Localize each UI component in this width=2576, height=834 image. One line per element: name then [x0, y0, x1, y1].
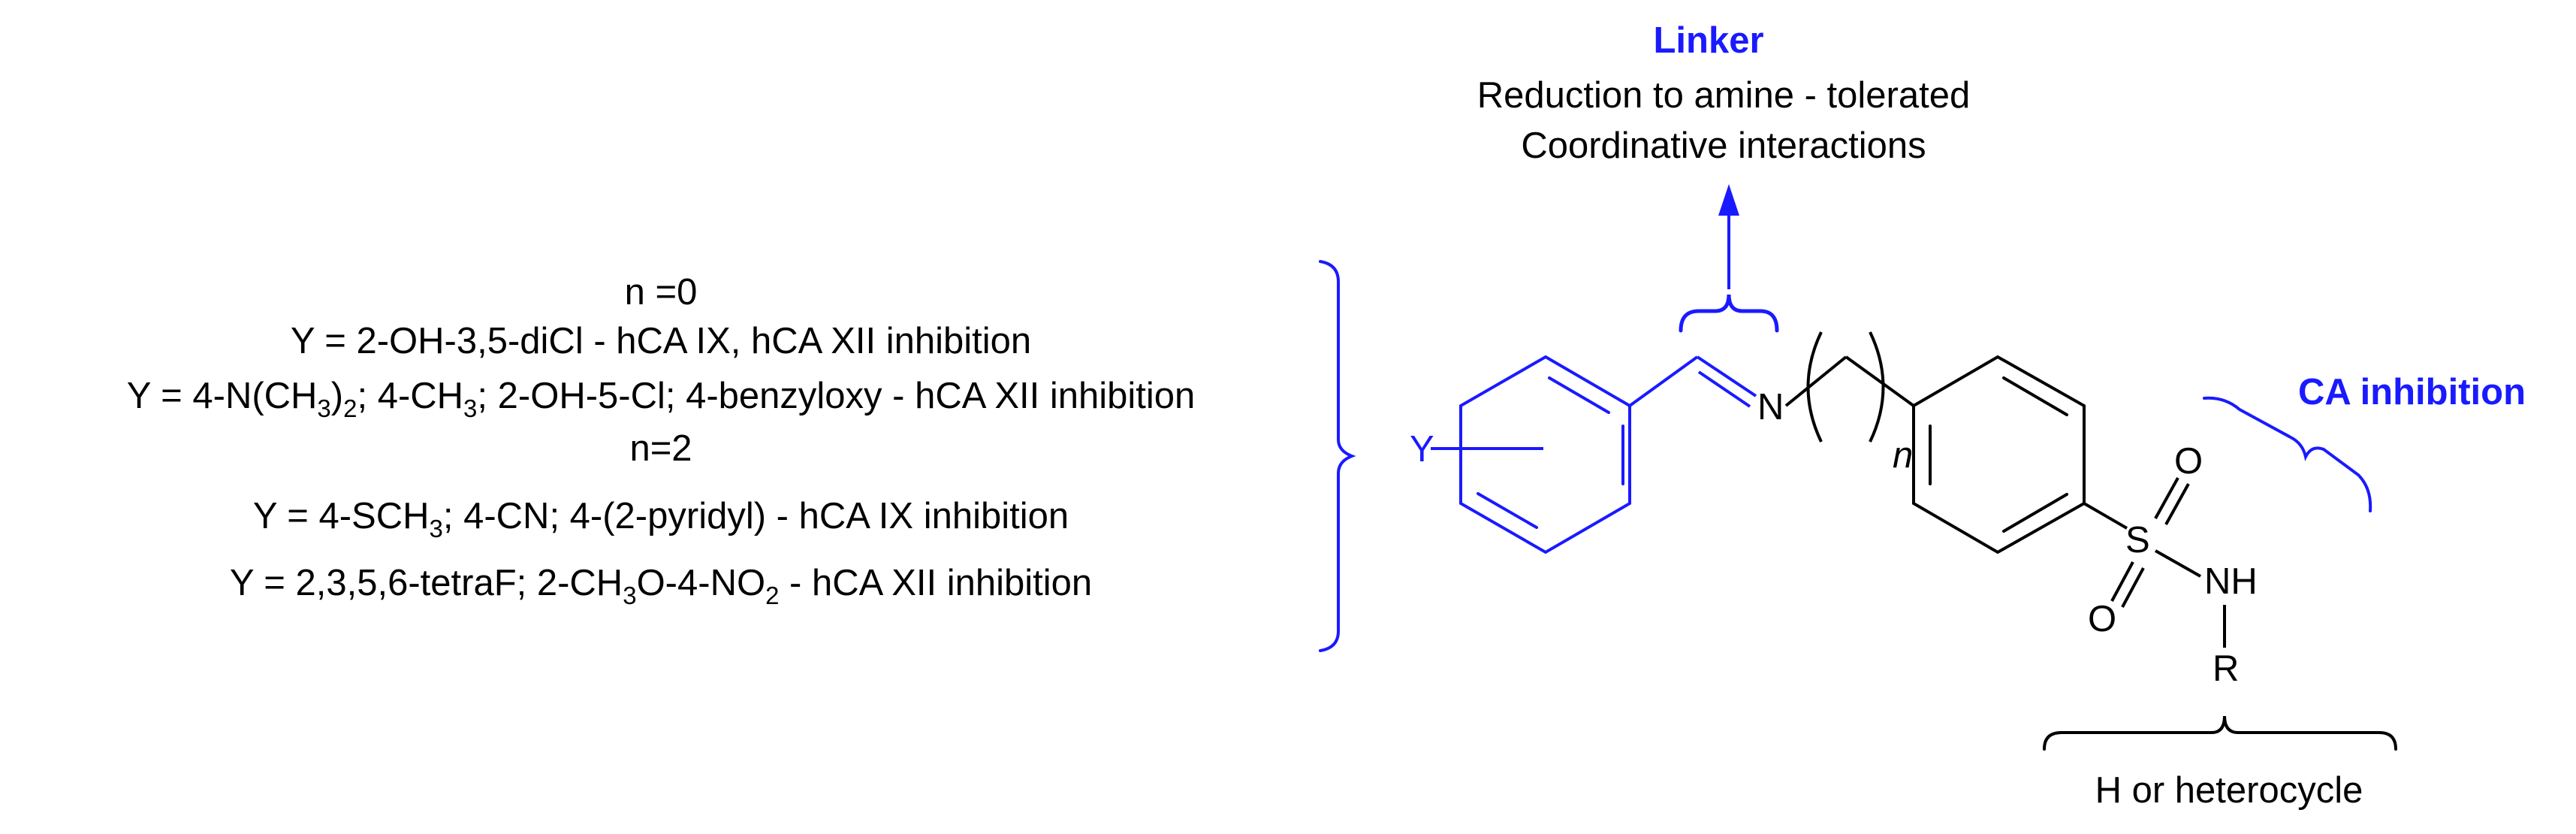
ring-to-sulfur-bond: [2083, 502, 2128, 530]
ring-to-ch-bond: [1628, 355, 1699, 407]
imine-double-bond-outer: [1696, 355, 1757, 397]
s-o-top-bond-1: [2154, 477, 2179, 519]
sar-y-line-4: Y = 2,3,5,6-tetraF; 2-CH3O-4-NO2 - hCA X…: [230, 563, 1092, 609]
linker-brace: [1679, 294, 1779, 333]
sar-brace: [1319, 260, 1356, 652]
linker-annotation: Linker Reduction to amine - tolerated Co…: [1477, 20, 1970, 166]
sulfur-atom: S: [2125, 520, 2150, 561]
ca-inhibition-brace: [2203, 396, 2372, 512]
oxygen-bottom: O: [2088, 599, 2116, 639]
right-parenthesis: [1869, 331, 1885, 443]
s-n-bond: [2155, 549, 2201, 578]
aryl-ring-sulfonamide: [1912, 355, 2086, 554]
s-o-bottom-bond-1: [2110, 561, 2134, 602]
linker-title: Linker: [1653, 20, 1763, 61]
sar-y-line-2: Y = 4-N(CH3)2; 4-CH3; 2-OH-5-Cl; 4-benzy…: [127, 376, 1196, 422]
nh-group: NH: [2204, 561, 2258, 602]
linker-line-2: Coordinative interactions: [1521, 125, 1926, 166]
sar-y-line-3: Y = 4-SCH3; 4-CN; 4-(2-pyridyl) - hCA IX…: [253, 496, 1069, 542]
n-to-ch2-bond: [1784, 355, 1848, 407]
oxygen-top: O: [2174, 441, 2203, 482]
sar-text-block: n =0 Y = 2-OH-3,5-diCl - hCA IX, hCA XII…: [127, 272, 1196, 609]
linker-line-1: Reduction to amine - tolerated: [1477, 75, 1970, 116]
sar-y-line-1: Y = 2-OH-3,5-diCl - hCA IX, hCA XII inhi…: [291, 321, 1031, 361]
r-group-label: H or heterocycle: [2095, 770, 2363, 811]
aryl-ring-y: [1459, 355, 1631, 554]
n-index-label: n: [1893, 435, 1913, 476]
left-parenthesis: [1806, 331, 1823, 443]
linker-arrow-head: [1718, 184, 1739, 216]
s-o-top-bond-2: [2164, 483, 2190, 525]
sar-n2-label: n=2: [629, 428, 692, 469]
y-atom: Y: [1410, 429, 1434, 470]
s-o-bottom-bond-2: [2121, 567, 2145, 608]
sar-n0-label: n =0: [625, 272, 698, 313]
imine-nitrogen: N: [1757, 387, 1784, 428]
r-group: R: [2213, 648, 2239, 689]
r-group-brace: [2043, 715, 2397, 751]
ca-inhibition-title: CA inhibition: [2298, 372, 2526, 412]
ch2-to-ring-bond: [1845, 355, 1915, 407]
imine-double-bond-inner: [1697, 370, 1751, 408]
